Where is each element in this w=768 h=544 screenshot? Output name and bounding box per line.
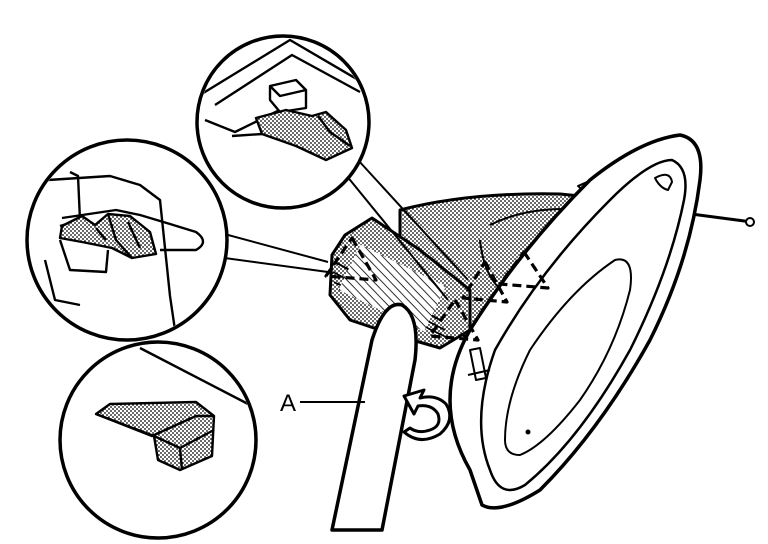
callout-a: A (280, 390, 365, 417)
detail-circle-bottom (58, 340, 258, 540)
clip-location-markers (324, 236, 550, 342)
mirror-glass (504, 258, 632, 456)
mirror-cover-piece (328, 216, 472, 350)
callout-a-label: A (280, 390, 296, 417)
detail-circle-top (195, 34, 371, 210)
trim-tool-a (330, 302, 418, 532)
mirror-housing (448, 133, 703, 510)
clip-marker-1 (324, 236, 378, 282)
clip-marker-3 (498, 250, 550, 290)
leader-lines (209, 159, 469, 301)
detail-circle-left (25, 138, 229, 342)
clip-marker-2 (461, 260, 509, 304)
rotation-arrow (402, 388, 452, 441)
clip-marker-4 (428, 298, 480, 342)
